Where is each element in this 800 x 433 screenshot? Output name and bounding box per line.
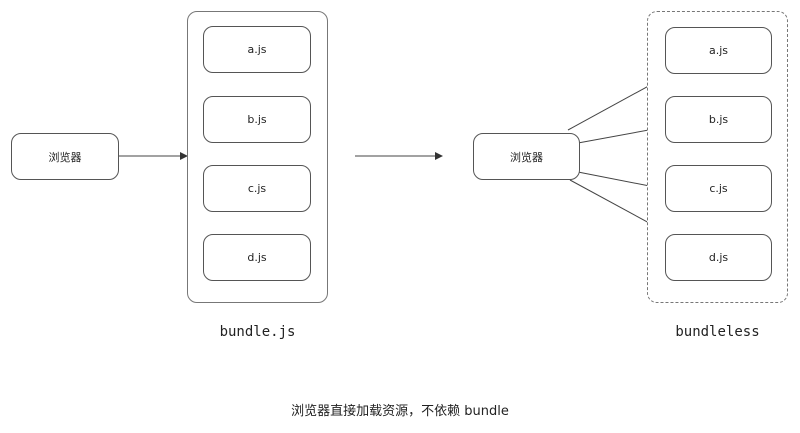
browser-node-right-label: 浏览器 (510, 150, 543, 164)
bundle-file-c-js: c.js (203, 165, 311, 212)
bundle-file-d-js-label: d.js (247, 251, 267, 264)
bundleless-file-a-js: a.js (665, 27, 772, 74)
diagram-caption: 浏览器直接加载资源，不依赖 bundle (291, 404, 509, 419)
bundle-file-a-js: a.js (203, 26, 311, 73)
browser-node-right: 浏览器 (473, 133, 580, 180)
bundleless-file-c-js: c.js (665, 165, 772, 212)
bundleless-label: bundleless (675, 324, 760, 340)
bundle-file-c-js-label: c.js (247, 182, 267, 195)
bundleless-file-b-js: b.js (665, 96, 772, 143)
bundle-file-b-js: b.js (203, 96, 311, 143)
bundleless-file-b-js-label: b.js (708, 113, 729, 126)
bundleless-file-d-js-label: d.js (708, 251, 729, 264)
bundle-file-b-js-label: b.js (247, 113, 267, 126)
bundleless-file-a-js-label: a.js (708, 44, 729, 57)
bundle-file-a-js-label: a.js (247, 43, 267, 56)
bundle-js-label: bundle.js (219, 324, 296, 340)
browser-node-left-label: 浏览器 (48, 150, 82, 164)
bundle-file-d-js: d.js (203, 234, 311, 281)
bundleless-file-d-js: d.js (665, 234, 772, 281)
bundleless-file-c-js-label: c.js (709, 182, 728, 195)
browser-node-left: 浏览器 (11, 133, 119, 180)
